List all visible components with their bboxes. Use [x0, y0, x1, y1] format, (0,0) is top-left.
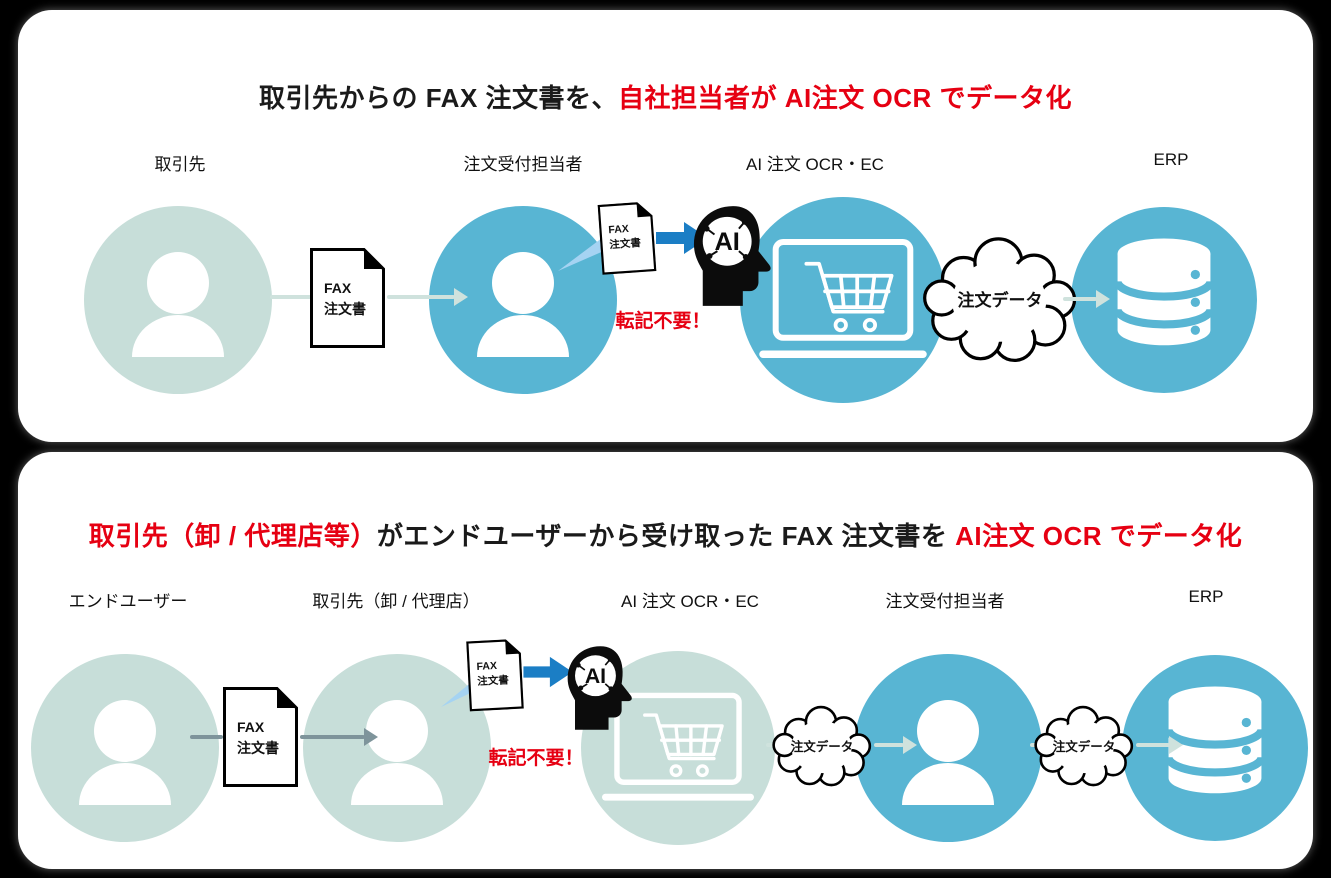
fax-document-label: FAX 注文書: [476, 658, 509, 690]
cloud-shape: [923, 237, 1077, 362]
document-shape: [597, 202, 657, 275]
fax-document-icon: FAX 注文書: [310, 248, 385, 348]
label-end-user: エンドユーザー: [68, 592, 188, 611]
label-order-staff: 注文受付担当者: [885, 592, 1005, 611]
end-user-circle: [31, 654, 219, 842]
fax-document-icon: FAX 注文書: [223, 687, 298, 787]
send-beam: [558, 238, 606, 271]
panel-top-title: 取引先からの FAX 注文書を、自社担当者が AI注文 OCR でデータ化: [18, 78, 1313, 115]
order-data-label: 注文データ: [790, 739, 854, 754]
ai-ocr-ec-circle: [740, 197, 946, 403]
cloud-shape: [772, 705, 872, 787]
fax-line1: FAX: [324, 280, 352, 296]
connector-line: [270, 295, 312, 299]
arrow-doc-to-vendor: [300, 735, 365, 739]
fax-document-small-icon: FAX 注文書: [597, 201, 657, 275]
title-black-part: 取引先からの FAX 注文書を、: [259, 82, 619, 113]
document-shape: [310, 248, 385, 348]
ai-head-icon: AI: [567, 646, 632, 730]
connector-line: [190, 735, 223, 739]
title-black-part: がエンドユーザーから受け取った FAX 注文書を: [376, 520, 956, 551]
label-order-staff: 注文受付担当者: [463, 155, 583, 174]
order-data-cloud: 注文データ: [1032, 692, 1136, 798]
label-vendor: 取引先（卸 / 代理店）: [312, 592, 480, 611]
cart-icon: [804, 261, 894, 333]
thick-blue-arrow: [523, 656, 573, 688]
fax-document-small-icon: FAX 注文書: [466, 639, 524, 712]
circuit-dots: [575, 656, 614, 692]
label-vendor: 取引先: [154, 155, 206, 174]
arrow-cloud-to-erp: [1063, 297, 1097, 301]
label-ai-ocr: AI 注文 OCR・EC: [621, 592, 759, 611]
person-icon: [902, 700, 994, 805]
fax-line1: FAX: [476, 659, 498, 673]
fax-line2: 注文書: [609, 237, 642, 252]
vendor-circle: [84, 206, 272, 394]
person-icon: [79, 700, 171, 805]
erp-circle: [1071, 207, 1257, 393]
document-shape: [223, 687, 298, 787]
order-data-cloud: 注文データ: [770, 692, 874, 798]
order-data-cloud: 注文データ: [919, 227, 1081, 369]
panel-bottom: 取引先（卸 / 代理店等）がエンドユーザーから受け取った FAX 注文書を AI…: [18, 452, 1313, 869]
ai-head-icon: AI: [693, 206, 771, 306]
circuit-dots: [703, 218, 749, 260]
fax-document-label: FAX 注文書: [608, 221, 642, 254]
arrow-cloud-to-staff: [874, 743, 904, 747]
ai-badge: AI: [714, 228, 739, 256]
erp-circle: [1122, 655, 1308, 841]
person-icon: [351, 700, 443, 805]
panel-bottom-title: 取引先（卸 / 代理店等）がエンドユーザーから受け取った FAX 注文書を AI…: [18, 516, 1313, 553]
vendor-circle: [303, 654, 491, 842]
ai-badge: AI: [585, 664, 606, 688]
no-transcription-note: 転記不要！: [615, 311, 711, 332]
fax-line1: FAX: [237, 719, 265, 735]
arrow-doc-to-staff: [387, 295, 455, 299]
fax-line2: 注文書: [324, 301, 366, 317]
person-icon: [477, 252, 569, 357]
panel-top: 取引先からの FAX 注文書を、自社担当者が AI注文 OCR でデータ化 取引…: [18, 10, 1313, 442]
title-red-part-2: AI注文 OCR でデータ化: [955, 520, 1243, 551]
person-icon: [132, 252, 224, 357]
label-ai-ocr: AI 注文 OCR・EC: [746, 155, 884, 174]
fax-document-label: FAX 注文書: [237, 717, 279, 759]
database-icon: [1113, 238, 1215, 346]
fax-line2: 注文書: [477, 674, 510, 689]
title-red-part-1: 取引先（卸 / 代理店等）: [88, 520, 377, 551]
document-shape: [466, 639, 524, 712]
order-data-label: 注文データ: [957, 290, 1043, 310]
laptop-cart-icon: [759, 239, 927, 358]
title-red-part: 自社担当者が AI注文 OCR でデータ化: [618, 82, 1072, 113]
cart-icon: [643, 713, 724, 778]
label-erp: ERP: [1153, 150, 1189, 169]
label-erp: ERP: [1188, 587, 1224, 606]
arrow-cloud-to-erp: [1136, 743, 1170, 747]
no-transcription-note: 転記不要！: [488, 748, 584, 769]
fax-document-label: FAX 注文書: [324, 278, 366, 320]
order-staff-circle: [854, 654, 1042, 842]
cloud-shape: [1034, 705, 1134, 787]
fax-line2: 注文書: [237, 740, 279, 756]
order-data-label: 注文データ: [1052, 739, 1116, 754]
laptop-cart-icon: [602, 692, 754, 801]
